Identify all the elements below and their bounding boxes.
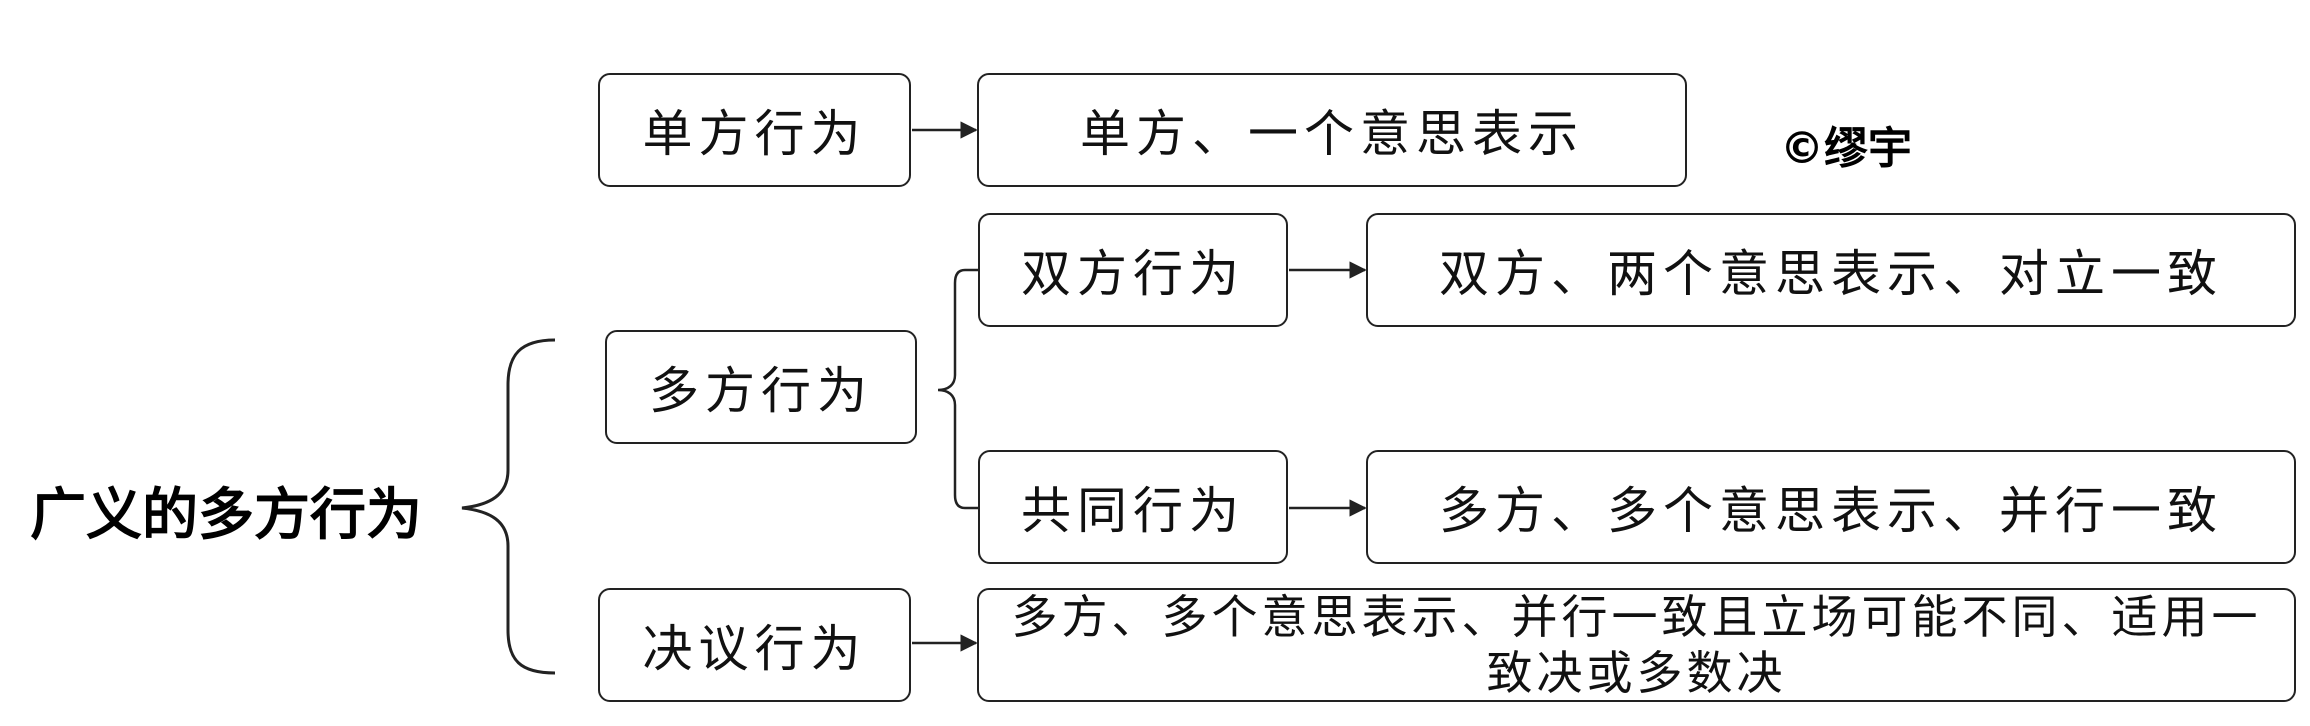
root-brace: [461, 338, 556, 675]
root-label: 广义的多方行为: [30, 483, 422, 548]
desc-resolution: 多方、多个意思表示、并行一致且立场可能不同、适用一致决或多数决: [977, 588, 2296, 702]
desc-unilateral: 单方、一个意思表示: [977, 73, 1687, 187]
desc-bilateral: 双方、两个意思表示、对立一致: [1366, 213, 2296, 327]
node-resolution: 决议行为: [598, 588, 911, 702]
desc-joint: 多方、多个意思表示、并行一致: [1366, 450, 2296, 564]
multilateral-brace: [937, 268, 978, 510]
node-joint: 共同行为: [978, 450, 1288, 564]
node-multilateral: 多方行为: [605, 330, 917, 444]
copyright-text: ©缪宇: [1780, 123, 1912, 174]
node-bilateral: 双方行为: [978, 213, 1288, 327]
node-unilateral: 单方行为: [598, 73, 911, 187]
